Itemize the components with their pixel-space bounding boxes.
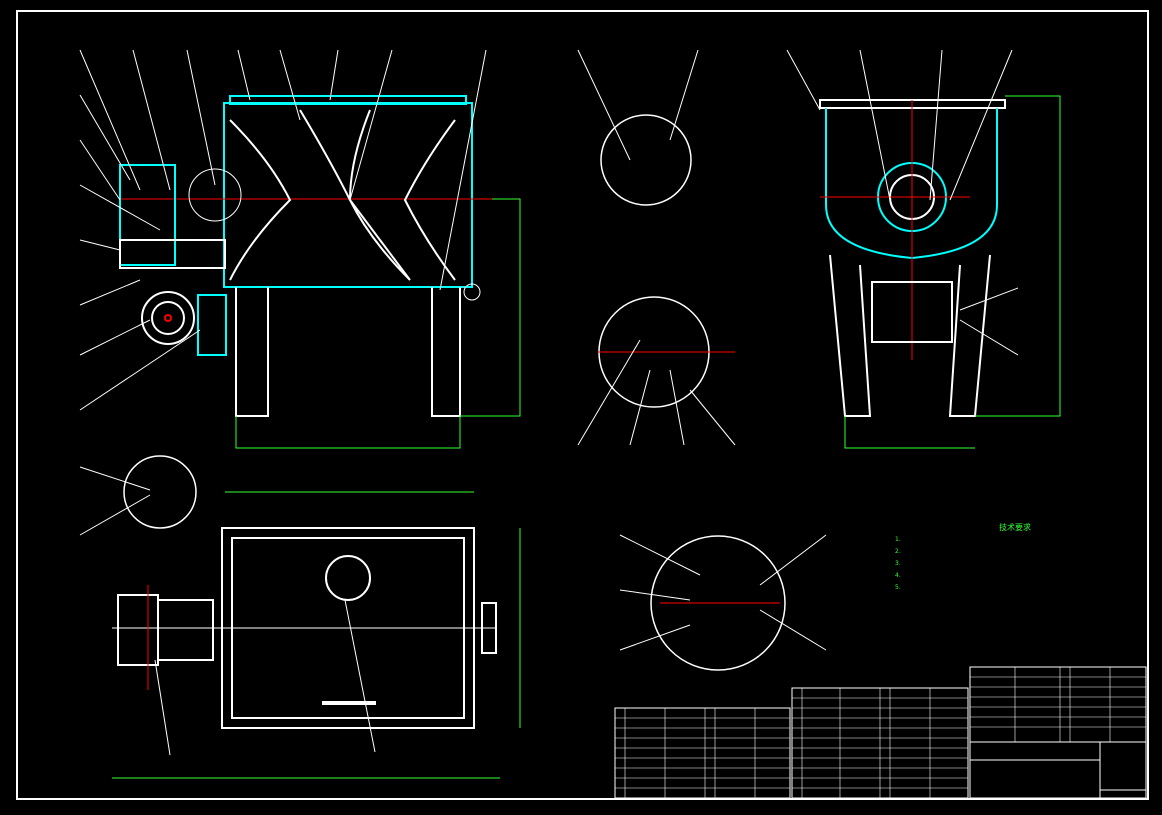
- top-view: [112, 491, 521, 779]
- title-block: [614, 666, 1147, 799]
- side-view: [819, 95, 1061, 449]
- sheet-border: [16, 10, 1149, 800]
- tech-requirements-title: 技术要求: [999, 523, 1031, 532]
- requirement-3: 3.: [895, 560, 901, 567]
- detail-views: [123, 114, 786, 671]
- technical-requirements: 技术要求 1. 2. 3. 4. 5.: [895, 522, 1135, 594]
- requirement-2: 2.: [895, 548, 901, 555]
- front-view: [119, 95, 521, 449]
- requirement-4: 4.: [895, 572, 901, 579]
- requirement-1: 1.: [895, 536, 901, 543]
- requirement-5: 5.: [895, 584, 901, 591]
- leader-lines: [79, 49, 1019, 756]
